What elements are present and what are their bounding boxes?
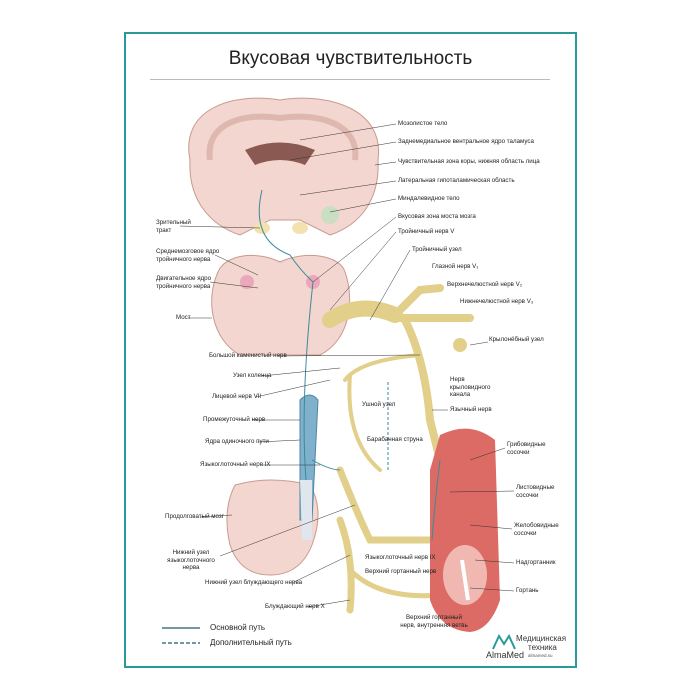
tongue (430, 428, 500, 632)
label-pterygoid-canal-nerve: Нерв крыловидного канала (450, 376, 491, 399)
label-otic-ganglion: Ушной узел (362, 401, 396, 408)
label-pons: Мост (176, 314, 191, 321)
label-fungiform-papillae: Грибовидные сосочки (507, 441, 546, 456)
label-intermediate-nerve: Промежуточный нерв (203, 416, 266, 423)
label-vagus-inferior-ganglion: Нижний узел блуждающего нерва (205, 579, 303, 586)
label-vallate-papillae: Желобовидные сосочки (514, 522, 559, 537)
label-sensory-cortex: Чувствительная зона коры, нижняя область… (398, 158, 540, 165)
logo-brand: AlmaMed (486, 650, 525, 660)
logo-line2: техника (528, 643, 557, 652)
label-internal-laryngeal-branch: Верхний гортанный нерв, внутренняя ветвь (400, 614, 468, 629)
label-thalamus-nucleus: Заднемедиальное вентральное ядро таламус… (398, 138, 534, 145)
label-trigeminal-nerve: Тройничный нерв V (398, 228, 455, 235)
label-corpus-callosum: Мозолистое тело (398, 120, 448, 127)
legend-main-path: Основной путь (210, 623, 266, 632)
label-amygdala: Миндалевидное тело (398, 195, 460, 202)
brain-section (188, 97, 380, 236)
legend-extra-path: Дополнительный путь (210, 638, 292, 647)
pons (211, 254, 351, 356)
label-glossopharyngeal-inferior-ganglion: Нижний узел языкоглоточного нерва (167, 549, 215, 572)
label-mandibular-nerve: Нижнечелюстной нерв V₃ (460, 298, 534, 305)
label-medulla: Продолговатый мозг (165, 513, 224, 520)
label-chorda-tympani: Барабанная струна (367, 436, 423, 443)
label-foliate-papillae: Листовидные сосочки (516, 484, 555, 499)
title-divider (150, 79, 550, 80)
medulla (226, 479, 319, 576)
label-maxillary-nerve: Верхнечелюстной нерв V₂ (447, 281, 523, 288)
label-pons-taste-area: Вкусовая зона моста мозга (398, 213, 476, 220)
label-facial-nerve: Лицевой нерв VII (212, 393, 262, 400)
label-geniculate-ganglion: Узел коленца (233, 372, 272, 379)
label-mesencephalic-nucleus: Среднемозговое ядро тройничного нерва (156, 248, 220, 263)
label-glossopharyngeal-nerve-right: Языкоглоточный нерв IX (365, 554, 436, 561)
label-epiglottis: Надгортанник (516, 559, 556, 566)
label-superior-laryngeal-nerve: Верхний гортанный нерв (365, 568, 437, 575)
logo-line1: Медицинская (516, 634, 567, 643)
label-larynx: Гортань (516, 587, 539, 594)
label-vagus-nerve: Блуждающий нерв X (265, 603, 325, 610)
label-lateral-hypothalamus: Латеральная гипоталамическая область (398, 177, 515, 184)
label-greater-petrosal-nerve: Большой каменистый нерв (209, 352, 287, 359)
label-motor-nucleus: Двигательное ядро тройничного нерва (156, 275, 212, 290)
label-optic-tract: Зрительный тракт (156, 219, 191, 234)
label-pterygopalatine-ganglion: Крылонёбный узел (489, 336, 544, 343)
poster-frame (124, 32, 577, 668)
poster-title: Вкусовая чувствительность (228, 48, 473, 69)
almamed-logo-icon (492, 634, 516, 650)
label-trigeminal-ganglion: Тройничный узел (412, 246, 462, 253)
nerves (322, 284, 474, 614)
label-glossopharyngeal-nerve-left: Языкоглоточный нерв IX (200, 461, 271, 468)
label-solitary-nuclei: Ядра одиночного пути (205, 438, 269, 445)
label-ophthalmic-nerve: Глазной нерв V₁ (432, 263, 479, 270)
label-lingual-nerve: Язычный нерв (450, 406, 492, 413)
logo-site: almamed.su (528, 653, 553, 658)
